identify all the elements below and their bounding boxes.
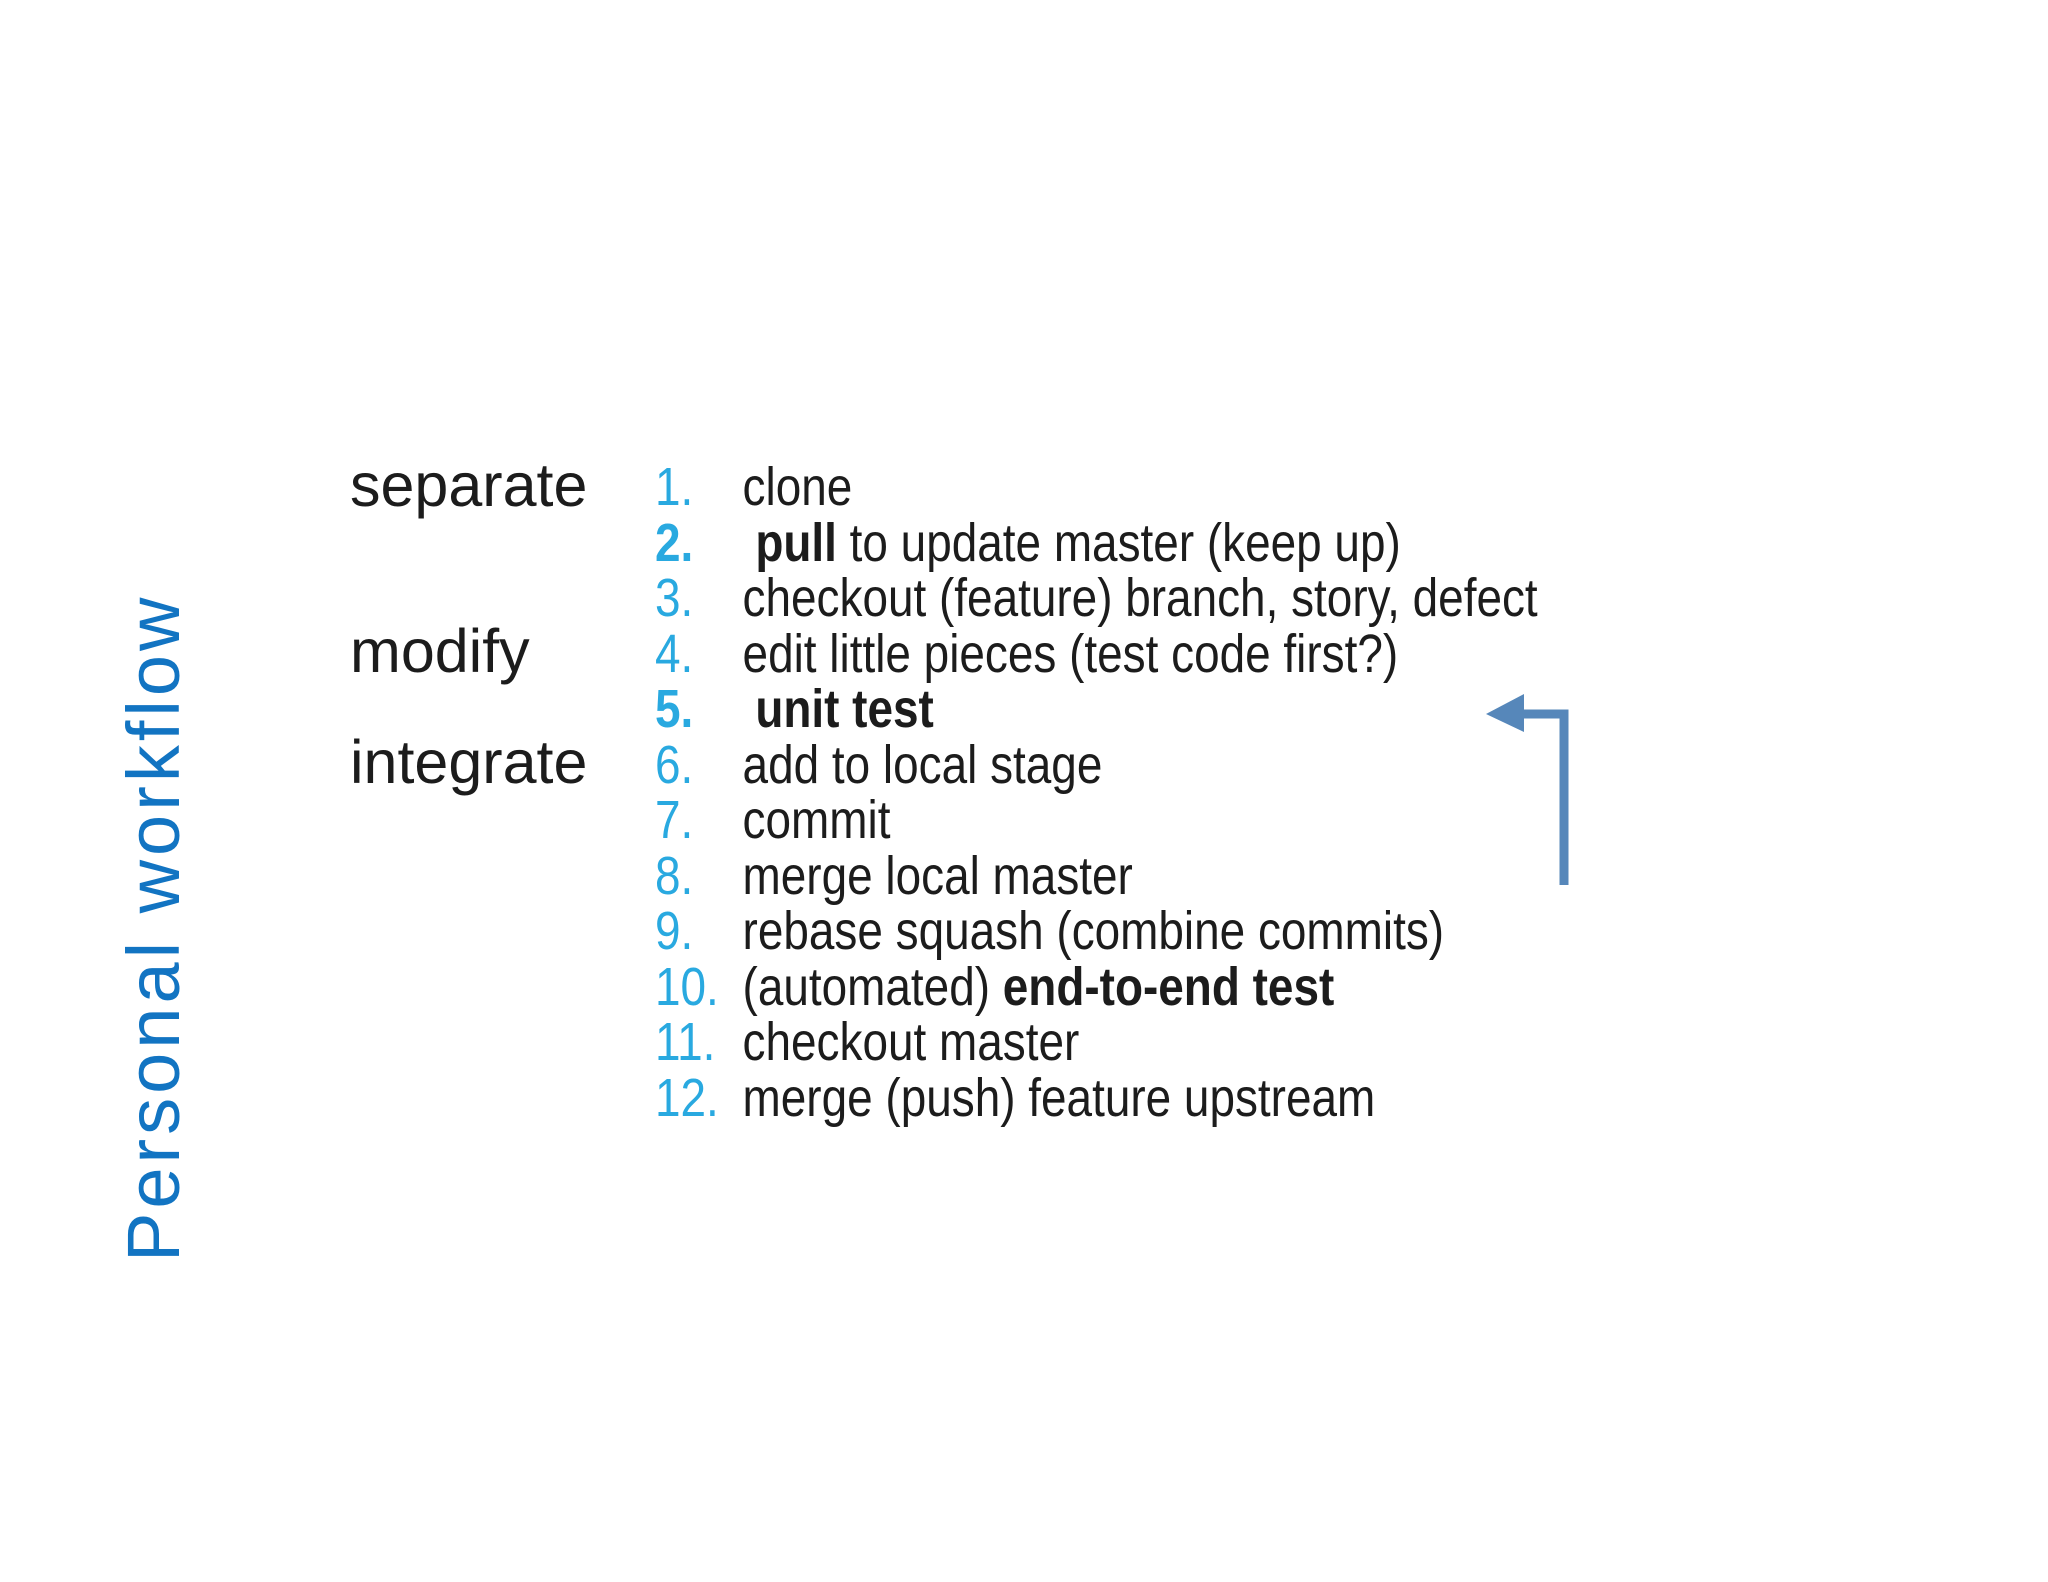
elbow-arrow-icon: [1486, 694, 1569, 885]
list-item: 1. clone: [655, 457, 1538, 517]
list-item: 6. add to local stage: [655, 734, 1538, 795]
list-item-number: 1.: [655, 457, 694, 517]
list-item-number: 11.: [655, 1012, 716, 1072]
list-item: 2. pull to update master (keep up): [655, 512, 1538, 573]
page-title: Personal workflow: [112, 593, 195, 1262]
elbow-arrow-head: [1486, 694, 1524, 732]
list-item: 3. checkout (feature) branch, story, defe…: [655, 568, 1538, 628]
list-item: 4. edit little pieces (test code first?): [655, 623, 1538, 684]
list-item-text: pull to update master (keep up): [755, 512, 1401, 573]
list-item-text: clone: [742, 457, 853, 517]
list-item: 5. unit test: [655, 679, 1538, 739]
list-item-text: rebase squash (combine commits): [742, 901, 1445, 961]
list-item: 9. rebase squash (combine commits): [655, 901, 1538, 961]
list-item-number: 12.: [655, 1067, 719, 1128]
list-item-number: 8.: [655, 845, 694, 906]
list-item-number: 7.: [655, 790, 694, 850]
list-item: 11. checkout master: [655, 1012, 1538, 1072]
elbow-arrow-line: [1496, 709, 1569, 885]
list-item: 10. (automated) end-to-end test: [655, 956, 1538, 1017]
list-item-text: edit little pieces (test code first?): [742, 623, 1399, 684]
list-item: 12. merge (push) feature upstream: [655, 1067, 1538, 1128]
list-item-number: 2.: [655, 512, 694, 573]
category-label-integrate: integrate: [350, 728, 588, 796]
list-item-text: unit test: [755, 679, 934, 739]
list-item-text: (automated) end-to-end test: [742, 956, 1335, 1017]
list-item-text: checkout master: [742, 1012, 1080, 1072]
list-item: 7. commit: [655, 790, 1538, 850]
list-item-number: 6.: [655, 734, 694, 795]
category-label-separate: separate: [350, 451, 588, 519]
list-item-text: checkout (feature) branch, story, defect: [742, 568, 1538, 628]
list-item: 8. merge local master: [655, 845, 1538, 906]
list-item-text: add to local stage: [742, 734, 1103, 795]
list-item-number: 3.: [655, 568, 694, 628]
list-item-number: 9.: [655, 901, 694, 961]
list-item-number: 4.: [655, 623, 694, 684]
list-item-number: 10.: [655, 956, 719, 1017]
category-label-modify: modify: [350, 617, 530, 685]
list-item-text: commit: [742, 790, 891, 850]
list-item-number: 5.: [655, 679, 694, 739]
list-item-text: merge (push) feature upstream: [742, 1067, 1376, 1128]
list-item-text: merge local master: [742, 845, 1133, 906]
